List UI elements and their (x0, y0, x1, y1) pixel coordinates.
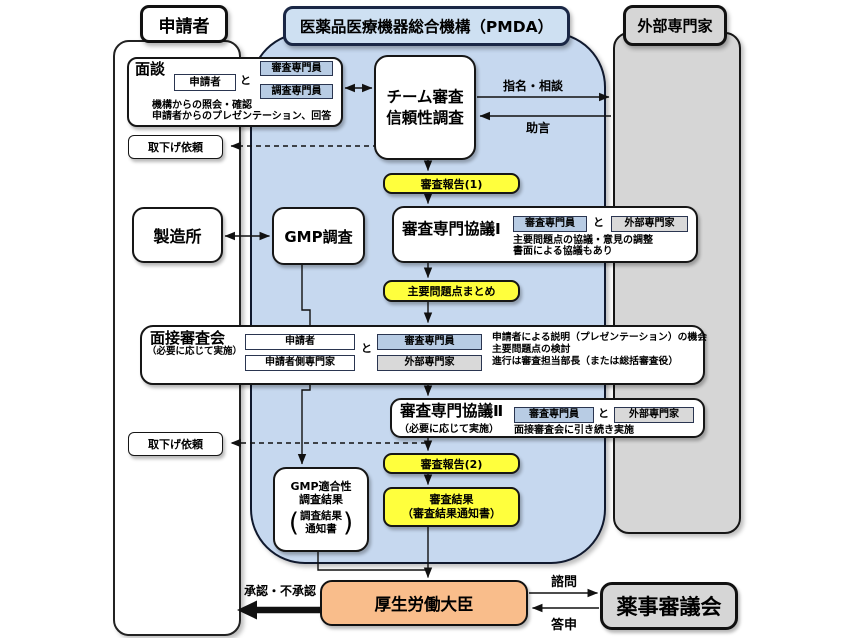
expert-council-2-box: 審査専門協議Ⅱ 審査専門員 と 外部専門家 （必要に応じて実施） 面接審査会に引… (390, 398, 705, 438)
withdraw-request-1-label: 取下げ依頼 (148, 141, 203, 154)
board-applicant-expert-chip: 申請者側専門家 (245, 355, 355, 371)
board-and-label: と (361, 342, 372, 355)
applicant-lane-header: 申請者 (140, 5, 228, 43)
team-review-line1: チーム審査 (386, 88, 464, 107)
external-lane-title: 外部専門家 (637, 17, 713, 35)
withdraw-request-2-label: 取下げ依頼 (148, 438, 203, 451)
review-report-2-box: 審査報告(2) (383, 453, 520, 474)
interview-and-label: と (240, 74, 251, 87)
gmp-result-notice-line1: 調査結果 (300, 510, 342, 523)
paren-close: ) (343, 508, 354, 538)
interview-investigator-chip: 調査専門員 (260, 84, 333, 99)
factory-label: 製造所 (153, 227, 202, 246)
council1-external-chip: 外部専門家 (611, 216, 688, 232)
board-reviewer-chip: 審査専門員 (377, 334, 482, 350)
interview-note-2: 申請者からのプレゼンテーション、回答 (152, 111, 332, 122)
interview-applicant-chip: 申請者 (174, 74, 236, 91)
board-external-chip: 外部専門家 (377, 355, 482, 371)
council2-and-label: と (598, 407, 609, 420)
nominate-consult-label: 指名・相談 (503, 79, 564, 93)
council1-note-2: 書面による協議もあり (513, 246, 613, 257)
expert-council-1-box: 審査専門協議Ⅰ 審査専門員 と 外部専門家 主要問題点の協議・意見の調整 書面に… (392, 206, 698, 263)
board-applicant-chip: 申請者 (245, 334, 355, 350)
expert-council-2-subtitle: （必要に応じて実施） (399, 424, 499, 435)
paren-open: ( (288, 508, 299, 538)
board-note-3: 進行は審査担当部長（または総括審査役） (492, 356, 679, 367)
gmp-result-notice-lines: 調査結果 通知書 (300, 510, 342, 536)
gmp-result-notice: ( 調査結果 通知書 ) (289, 507, 353, 540)
board-note-2: 主要問題点の検討 (492, 344, 571, 355)
approval-label: 承認・不承認 (244, 584, 317, 598)
interview-board-box: 面接審査会 （必要に応じて実施） 申請者 申請者側専門家 と 審査専門員 外部専… (140, 325, 708, 385)
expert-council-2-title: 審査専門協議Ⅱ (400, 402, 504, 420)
gmp-result-line2: 調査結果 (299, 493, 343, 507)
council1-reviewer-chip: 審査専門員 (513, 216, 587, 232)
review-report-1-box: 審査報告(1) (383, 173, 520, 194)
gmp-result-box: GMP適合性 調査結果 ( 調査結果 通知書 ) (273, 467, 369, 552)
review-result-line2: （審査結果通知書） (402, 507, 501, 520)
interview-note-1: 機構からの照会・確認 (152, 100, 252, 111)
withdraw-request-box-1: 取下げ依頼 (128, 135, 223, 159)
gmp-result-notice-line2: 通知書 (305, 523, 337, 536)
interview-reviewer-chip: 審査専門員 (260, 61, 333, 76)
council1-note-1: 主要問題点の協議・意見の調整 (513, 235, 653, 246)
review-report-1-label: 審査報告(1) (420, 177, 483, 191)
interview-board-title: 面接審査会 (150, 329, 226, 347)
review-report-2-label: 審査報告(2) (420, 457, 483, 471)
pharma-council-label: 薬事審議会 (616, 595, 722, 619)
minister-label: 厚生労働大臣 (374, 595, 474, 614)
expert-council-1-title: 審査専門協議Ⅰ (402, 220, 501, 238)
team-review-line2: 信頼性調査 (386, 108, 464, 127)
consult-label: 諮問 (551, 575, 578, 590)
pharma-council-box: 薬事審議会 (600, 582, 738, 630)
team-review-box: チーム審査 信頼性調査 (374, 55, 476, 160)
applicant-lane-title: 申請者 (158, 16, 210, 37)
external-expert-lane (613, 32, 741, 534)
council2-reviewer-chip: 審査専門員 (514, 407, 594, 423)
external-lane-header: 外部専門家 (623, 5, 727, 46)
pmda-lane-header: 医薬品医療機器総合機構（PMDA） (283, 6, 570, 46)
pmda-lane-title: 医薬品医療機器総合機構（PMDA） (299, 18, 554, 36)
minister-box: 厚生労働大臣 (320, 580, 528, 626)
council2-note: 面接審査会に引き続き実施 (514, 425, 634, 436)
council1-and-label: と (593, 216, 604, 229)
advice-label: 助言 (526, 121, 551, 135)
interview-board-subtitle: （必要に応じて実施） (147, 346, 243, 357)
board-note-1: 申請者による説明（プレゼンテーション）の機会 (492, 332, 708, 343)
reply-label: 答申 (551, 618, 578, 633)
review-result-line1: 審査結果 (429, 492, 474, 506)
council2-external-chip: 外部専門家 (614, 407, 694, 423)
factory-box: 製造所 (132, 207, 223, 263)
key-issues-summary-box: 主要問題点まとめ (383, 280, 520, 302)
approval-arrowhead (237, 600, 257, 620)
gmp-survey-label: GMP調査 (284, 227, 353, 246)
interview-title: 面談 (135, 60, 166, 78)
gmp-survey-box: GMP調査 (272, 207, 365, 265)
key-issues-summary-label: 主要問題点まとめ (407, 285, 496, 298)
gmp-result-line1: GMP適合性 (290, 479, 352, 493)
withdraw-request-box-2: 取下げ依頼 (128, 432, 223, 456)
review-result-box: 審査結果 （審査結果通知書） (383, 487, 520, 527)
interview-box: 面談 申請者 と 審査専門員 調査専門員 機構からの照会・確認 申請者からのプレ… (127, 57, 343, 127)
